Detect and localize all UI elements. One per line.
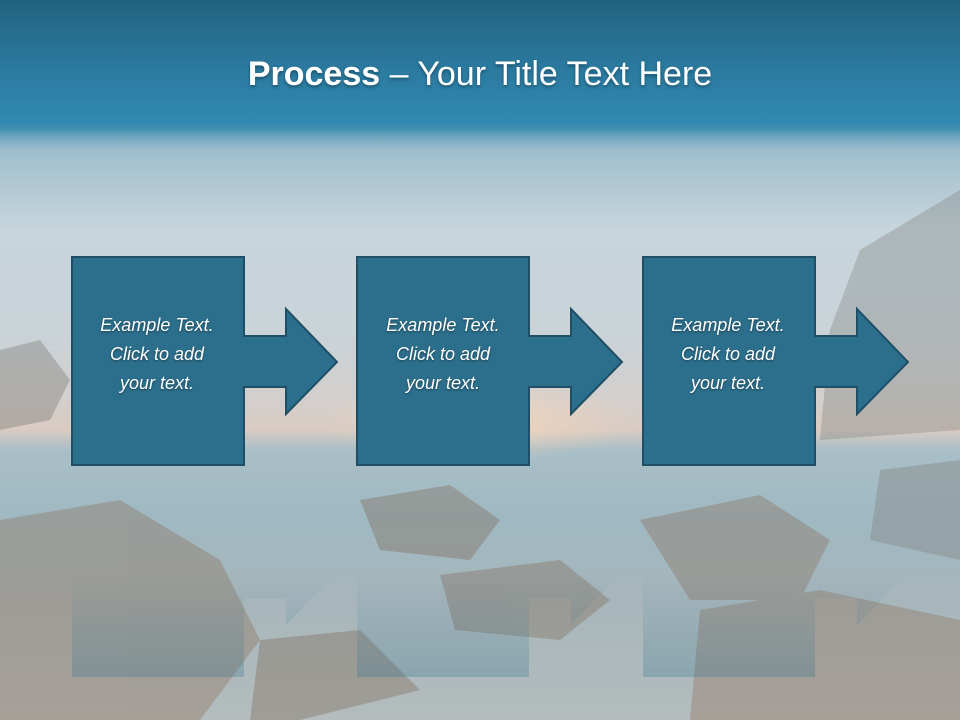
step-1-arrow-shape[interactable] [71,256,339,466]
step-3-arrow-shape[interactable] [642,256,910,466]
title-rest-text: – Your Title Text Here [380,55,713,93]
step-3-line-2: Click to add [680,344,776,364]
step-1-line-2: Click to add [109,344,205,364]
step-1-line-3: your text. [119,373,195,393]
title-bold-text: Process [247,55,381,93]
step-1-line-1: Example Text. [100,315,214,335]
step-1-text[interactable]: Example Text. Click to add your text. [72,311,242,398]
step-2-reflection [357,469,622,677]
step-2-arrow-shape[interactable] [356,256,624,466]
step-2-text[interactable]: Example Text. Click to add your text. [358,311,528,398]
step-3-reflection [643,469,908,677]
title-band [0,0,960,135]
step-2-line-3: your text. [405,373,481,393]
step-3-text[interactable]: Example Text. Click to add your text. [643,311,813,398]
step-3-line-1: Example Text. [671,315,785,335]
step-3-line-3: your text. [690,373,766,393]
step-2-line-2: Click to add [395,344,491,364]
step-1-reflection [72,469,337,677]
slide-title[interactable]: Process – Your Title Text Here [0,52,960,96]
step-2-line-1: Example Text. [386,315,500,335]
